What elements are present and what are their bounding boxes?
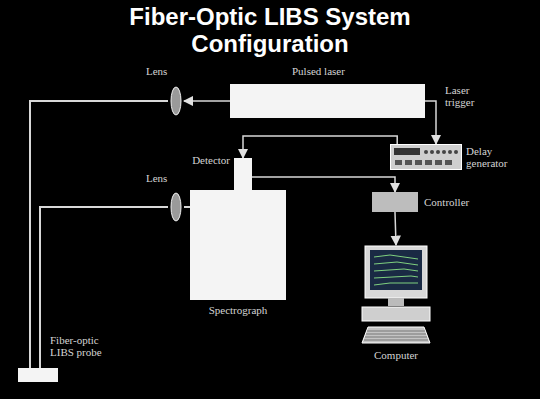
knob (442, 150, 446, 154)
optical-fiber (40, 207, 168, 368)
component-label: Pulsed laser (292, 65, 382, 77)
lens-symbol-art (168, 86, 184, 116)
component-label: Computer (356, 349, 436, 361)
key-row (367, 331, 425, 332)
button (395, 160, 402, 165)
spectrograph-box: Spectrograph (190, 190, 286, 300)
keyboard (362, 327, 430, 343)
knob (454, 150, 458, 154)
computer-icon: Computer (360, 245, 432, 345)
monitor-screen (370, 250, 422, 290)
signal-label: Laser trigger (445, 84, 501, 108)
controller-box: Controller (372, 192, 418, 212)
key-row (366, 334, 426, 335)
key-row (365, 337, 427, 338)
detector-box: Detector (234, 158, 252, 190)
button (435, 160, 442, 165)
component-label: Lens (146, 172, 186, 184)
monitor-stand (388, 298, 404, 306)
screen-trace (374, 269, 418, 271)
knob (430, 150, 434, 154)
signal-arrow (425, 101, 436, 144)
lens-symbol: Lens (168, 86, 184, 116)
lens-symbol: Lens (168, 192, 184, 222)
cpu-case (362, 307, 430, 321)
device-case (391, 145, 462, 170)
computer-icon-art (360, 245, 432, 345)
component-label: Detector (176, 154, 230, 166)
laser-box: Pulsed laser (230, 84, 425, 118)
signal-arrow (243, 136, 397, 158)
button (405, 160, 412, 165)
display-panel (394, 148, 420, 155)
signal-arrow (184, 100, 230, 102)
knob (436, 150, 440, 154)
screen-trace (374, 276, 418, 278)
button (445, 160, 452, 165)
component-label: Fiber-optic LIBS probe (50, 334, 120, 358)
lens-glass (171, 193, 181, 221)
component-label: Lens (146, 65, 186, 77)
button (425, 160, 432, 165)
key-row (364, 340, 428, 341)
delay-generator: Delay generator (390, 144, 462, 170)
knob (424, 150, 428, 154)
lens-symbol-art (168, 192, 184, 222)
screen-trace (374, 262, 418, 265)
button (415, 160, 422, 165)
component-label: Delay generator (466, 145, 526, 169)
probe-sample: Fiber-optic LIBS probe (18, 368, 58, 382)
delay-generator-art (390, 144, 462, 170)
optical-fiber (30, 101, 168, 368)
knob (448, 150, 452, 154)
screen-trace (374, 283, 418, 285)
slide-title: Fiber-Optic LIBS System Configuration (80, 3, 460, 57)
monitor-case (365, 246, 427, 298)
component-label: Controller (424, 196, 494, 208)
component-label: Spectrograph (190, 304, 286, 316)
screen-trace (374, 255, 418, 259)
signal-arrow (395, 212, 396, 245)
lens-glass (171, 87, 181, 115)
